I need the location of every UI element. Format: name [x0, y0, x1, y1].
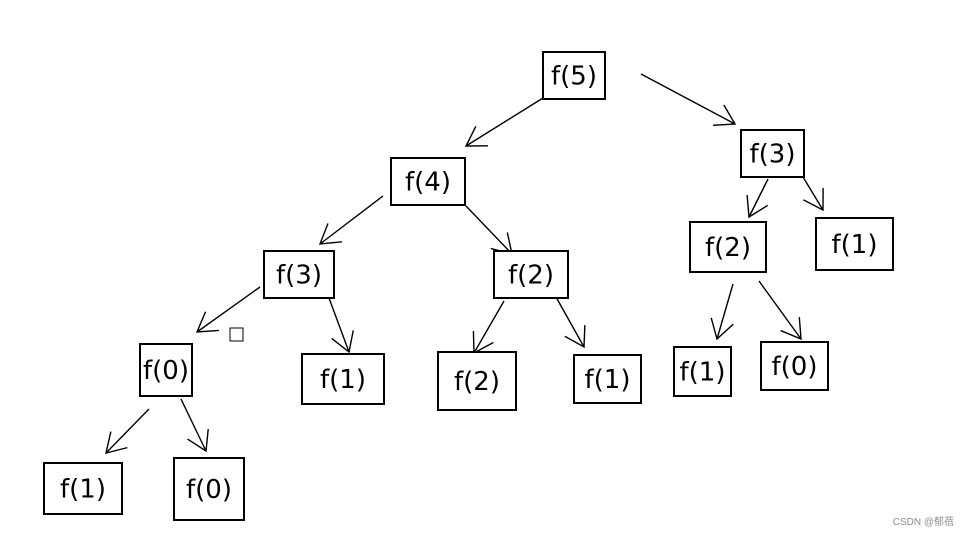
arrowhead — [105, 431, 128, 454]
stray-square-mark — [229, 327, 244, 342]
node-label: f(2) — [454, 367, 500, 397]
nodes-layer: f(5) f(4) f(3) f(3) f(2) f(1) f(2) f(1) f(0) f(2)… — [43, 51, 894, 521]
tree-node-n13: f(0) — [760, 341, 829, 391]
node-box — [437, 351, 517, 411]
node-label: f(1) — [680, 358, 726, 388]
node-label: f(3) — [750, 140, 796, 170]
node-box — [263, 250, 335, 299]
tree-node-n1: f(5) — [542, 51, 606, 100]
arrowhead — [746, 195, 769, 219]
node-label: f(2) — [705, 233, 751, 263]
edge-arrow-n9-n15 — [180, 398, 209, 453]
arrowhead — [187, 429, 209, 453]
node-box — [301, 353, 385, 405]
edge-line — [105, 408, 150, 454]
edge-line — [473, 300, 505, 354]
edge-arrow-n1-n3 — [640, 73, 737, 127]
tree-node-n4: f(3) — [263, 250, 335, 299]
node-box — [573, 354, 642, 404]
tree-node-n15: f(0) — [173, 457, 245, 521]
arrowhead — [712, 104, 737, 127]
arrowhead — [331, 330, 354, 354]
tree-node-n11: f(1) — [573, 354, 642, 404]
edge-arrow-n1-n2 — [464, 97, 544, 147]
edge-arrow-n4-n8 — [195, 286, 261, 333]
arrowhead — [803, 187, 824, 212]
node-box — [493, 250, 569, 299]
edge-line — [758, 280, 802, 340]
node-label: f(0) — [143, 356, 189, 386]
tree-node-n7: f(2) — [689, 221, 767, 273]
watermark: CSDN @郁蓓 — [892, 517, 954, 528]
arrowhead — [564, 324, 586, 349]
arrowhead — [710, 317, 734, 341]
node-label: f(1) — [60, 475, 106, 505]
tree-node-n5: f(2) — [493, 250, 569, 299]
edge-arrow-n9-n14 — [105, 408, 150, 454]
edge-line — [748, 178, 769, 218]
tree-node-n2: f(4) — [390, 157, 466, 206]
tree-node-n12: f(1) — [673, 346, 732, 397]
edge-line — [328, 297, 350, 353]
edge-line — [555, 296, 585, 348]
arrowhead — [464, 126, 489, 147]
node-box — [43, 462, 123, 515]
node-label: f(1) — [832, 230, 878, 260]
tree-node-n6: f(1) — [815, 217, 894, 271]
node-label: f(0) — [772, 352, 818, 382]
tree-node-n14: f(1) — [43, 462, 123, 515]
node-box — [689, 221, 767, 273]
edge-line — [465, 205, 513, 255]
node-box — [760, 341, 829, 391]
node-label: f(5) — [551, 62, 597, 92]
node-box — [740, 129, 805, 178]
arrowhead — [780, 317, 802, 341]
edge-arrow-n5-n10 — [472, 300, 505, 355]
edge-arrow-n3-n6 — [746, 178, 769, 219]
node-label: f(1) — [585, 365, 631, 395]
node-box — [542, 51, 606, 100]
edge-line — [716, 283, 734, 340]
tree-node-n8: f(1) — [301, 353, 385, 405]
edge-arrow-n7-n12 — [710, 283, 734, 341]
edge-line — [196, 286, 261, 333]
node-box — [673, 346, 732, 397]
node-box — [815, 217, 894, 271]
edge-line — [180, 398, 207, 452]
node-label: f(1) — [320, 365, 366, 395]
tree-node-n10: f(2) — [437, 351, 517, 411]
node-box — [390, 157, 466, 206]
edge-arrow-n3-n7 — [802, 176, 824, 212]
arrowhead — [318, 223, 342, 245]
arrowhead — [195, 311, 219, 333]
tree-node-n3: f(3) — [740, 129, 805, 178]
edge-line — [802, 176, 824, 211]
node-box — [139, 343, 193, 397]
edge-arrow-n7-n13 — [758, 280, 802, 341]
edge-arrow-n2-n5 — [465, 205, 513, 255]
node-label: f(3) — [276, 261, 322, 291]
node-label: f(4) — [405, 168, 451, 198]
edge-line — [465, 97, 544, 147]
node-box — [173, 457, 245, 521]
edge-arrow-n5-n11 — [555, 296, 586, 349]
edge-line — [319, 195, 384, 245]
node-label: f(0) — [186, 475, 232, 505]
edge-arrow-n4-n9 — [328, 297, 354, 354]
node-label: f(2) — [508, 261, 554, 291]
edge-arrow-n2-n4 — [318, 195, 384, 245]
tree-node-n9: f(0) — [139, 343, 193, 397]
edge-line — [640, 73, 736, 125]
